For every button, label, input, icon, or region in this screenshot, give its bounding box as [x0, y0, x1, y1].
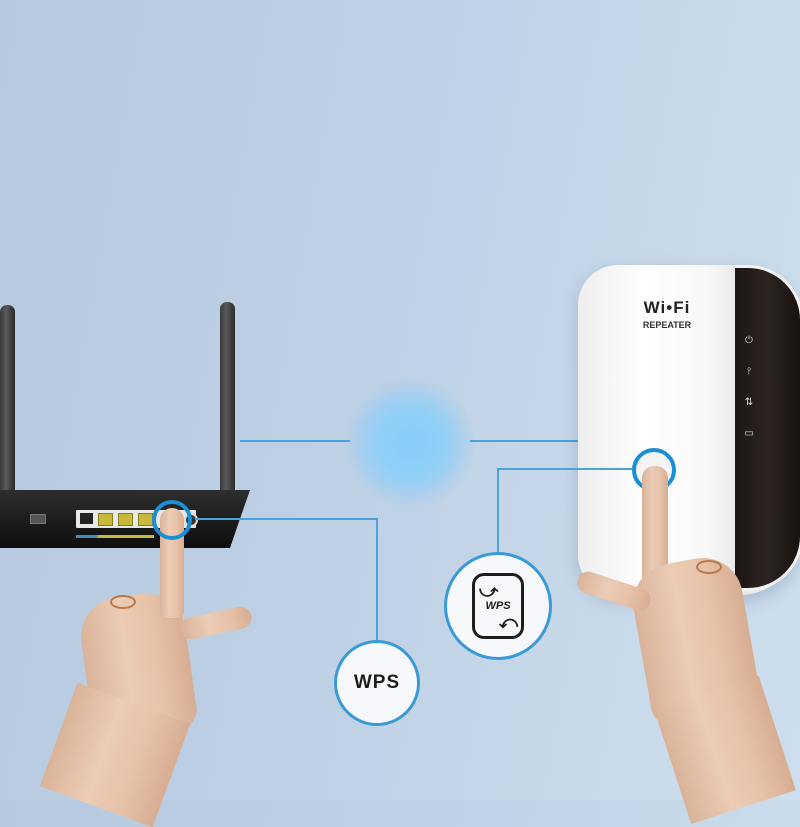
connector-line-glow-repeater: [470, 440, 580, 442]
router-wps-label: WPS: [353, 672, 401, 693]
router-antenna-right: [220, 302, 235, 494]
connector-line-repeater-wps: [498, 468, 632, 470]
wps-sync-icon: ⇅: [744, 397, 754, 408]
repeater-wps-label: WPS: [485, 600, 511, 612]
wps-icon: ⤻ WPS ⤺: [472, 573, 524, 639]
router-usb-port: [30, 514, 46, 524]
router-lan-port-3: [138, 513, 153, 526]
router-wps-button-highlight[interactable]: [152, 500, 192, 540]
router-lan-port-2: [118, 513, 133, 526]
repeater-logo-sub: REPEATER: [642, 320, 692, 330]
router-wan-port: [80, 513, 93, 524]
connector-line-router-wps-vertical: [376, 518, 378, 640]
router-lan-port-1: [98, 513, 113, 526]
repeater-logo-wifi: Wi•Fi: [643, 298, 691, 317]
finger-ring-right: [696, 560, 722, 574]
finger-ring: [110, 595, 136, 609]
connector-line-router-wps: [195, 518, 377, 520]
router-antenna-left: [0, 305, 15, 495]
connector-line-repeater-wps-vertical: [497, 468, 499, 552]
lan-icon: ▭: [744, 428, 754, 439]
left-thumb: [178, 604, 254, 642]
connector-line-router-glow: [240, 440, 350, 442]
power-icon: ⏻: [745, 335, 753, 346]
arrow-counterclockwise-icon: ⤺: [498, 612, 518, 632]
wireless-connection-glow: [345, 378, 475, 508]
signal-icon: ⫯: [746, 366, 752, 377]
repeater-wps-callout: ⤻ WPS ⤺: [444, 552, 552, 660]
router-port-color-strip: [76, 535, 154, 538]
router-wps-callout: WPS: [334, 640, 420, 726]
arrow-clockwise-icon: ⤻: [479, 581, 499, 601]
